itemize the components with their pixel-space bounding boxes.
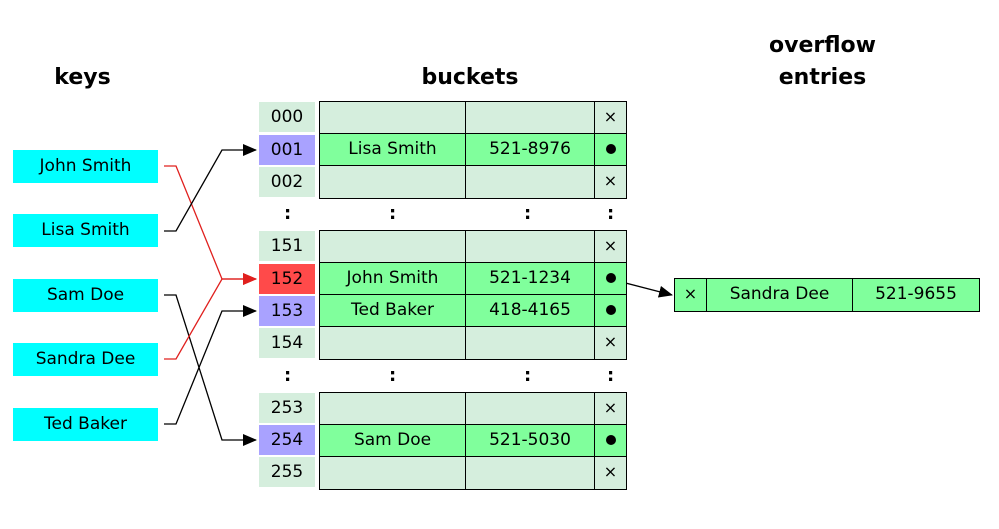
buckets-header: buckets (421, 65, 519, 90)
ellipsis: : (284, 203, 292, 224)
key-sam-doe: Sam Doe (13, 279, 158, 312)
key-lisa-smith: Lisa Smith (13, 214, 158, 247)
pointer-dot-icon (605, 305, 616, 315)
bucket-index-255: 255 (259, 457, 315, 487)
bucket-link-152 (594, 262, 627, 295)
bucket-name-152: John Smith (319, 262, 466, 295)
overflow-name: Sandra Dee (706, 278, 853, 312)
pointer-dot-icon (605, 144, 616, 154)
bucket-phone-000 (465, 101, 595, 134)
bucket-index-152: 152 (259, 264, 315, 294)
bucket-index-002: 002 (259, 167, 315, 197)
arrow-john-smith-to-152 (164, 165, 257, 285)
overflow-header-line2: entries (778, 65, 867, 90)
ellipsis: : (284, 365, 292, 386)
arrow-lisa-smith-to-001 (164, 144, 257, 232)
bucket-name-253 (319, 392, 466, 425)
bucket-phone-254: 521-5030 (465, 424, 595, 457)
ellipsis: : (524, 365, 532, 386)
bucket-name-151 (319, 230, 466, 263)
bucket-index-253: 253 (259, 393, 315, 423)
bucket-phone-154 (465, 326, 595, 360)
arrow-sandra-dee-to-152 (164, 273, 257, 360)
ellipsis: : (389, 365, 397, 386)
bucket-index-254: 254 (259, 425, 315, 455)
key-ted-baker: Ted Baker (13, 408, 158, 441)
bucket-link-000: × (594, 101, 627, 134)
bucket-phone-253 (465, 392, 595, 425)
pointer-dot-icon (605, 435, 616, 445)
bucket-link-253: × (594, 392, 627, 425)
bucket-index-001: 001 (259, 135, 315, 165)
bucket-index-153: 153 (259, 296, 315, 326)
bucket-phone-153: 418-4165 (465, 294, 595, 327)
ellipsis: : (524, 203, 532, 224)
ellipsis: : (607, 203, 615, 224)
bucket-link-001 (594, 133, 627, 166)
ellipsis: : (607, 365, 615, 386)
bucket-link-255: × (594, 456, 627, 490)
bucket-link-154: × (594, 326, 627, 360)
bucket-phone-255 (465, 456, 595, 490)
overflow-phone: 521-9655 (852, 278, 980, 312)
arrow-ted-baker-to-153 (164, 305, 257, 425)
bucket-phone-152: 521-1234 (465, 262, 595, 295)
bucket-link-002: × (594, 165, 627, 199)
bucket-phone-151 (465, 230, 595, 263)
overflow-link: × (674, 278, 707, 312)
overflow-header-line1: overflow (769, 33, 876, 58)
bucket-index-154: 154 (259, 328, 315, 358)
bucket-index-000: 000 (259, 102, 315, 132)
bucket-name-001: Lisa Smith (319, 133, 466, 166)
bucket-name-255 (319, 456, 466, 490)
bucket-index-151: 151 (259, 231, 315, 261)
bucket-phone-001: 521-8976 (465, 133, 595, 166)
key-john-smith: John Smith (13, 150, 158, 183)
bucket-link-254 (594, 424, 627, 457)
key-sandra-dee: Sandra Dee (13, 343, 158, 376)
bucket-name-154 (319, 326, 466, 360)
keys-header: keys (54, 65, 111, 90)
bucket-name-153: Ted Baker (319, 294, 466, 327)
bucket-link-151: × (594, 230, 627, 263)
bucket-name-254: Sam Doe (319, 424, 466, 457)
bucket-phone-002 (465, 165, 595, 199)
bucket-link-153 (594, 294, 627, 327)
ellipsis: : (389, 203, 397, 224)
bucket-name-000 (319, 101, 466, 134)
bucket-name-002 (319, 165, 466, 199)
pointer-dot-icon (605, 273, 616, 283)
